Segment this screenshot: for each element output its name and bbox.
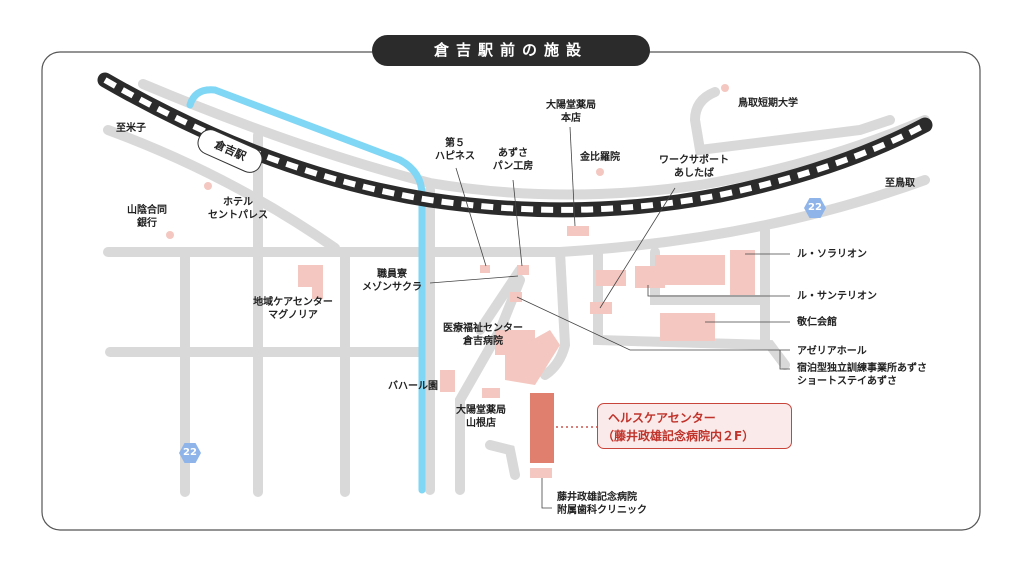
- label-line: 大陽堂薬局: [546, 100, 596, 111]
- label-line: 地域ケアセンター: [253, 297, 333, 308]
- road: [593, 247, 790, 370]
- label-line: 藤井政雄記念病院: [557, 492, 637, 503]
- road: [485, 440, 520, 480]
- map-title: 倉吉駅前の施設: [372, 35, 650, 66]
- label-pharmacy-yamane: 大陽堂薬局山根店: [456, 404, 506, 430]
- direction-west: 至米子: [116, 123, 146, 134]
- label-care-center: 地域ケアセンターマグノリア: [253, 296, 333, 322]
- label-hospital: 医療福祉センター倉吉病院: [443, 322, 523, 348]
- label-line: パン工房: [492, 161, 534, 172]
- label-dental: 藤井政雄記念病院附属歯科クリニック: [557, 491, 647, 517]
- roads: [103, 79, 930, 497]
- label-bank: 山陰合同銀行: [127, 204, 167, 230]
- label-konpira: 金比羅院: [580, 152, 620, 163]
- road: [455, 275, 525, 495]
- road-college: [689, 87, 895, 156]
- label-bakery: あずさパン工房: [493, 147, 534, 173]
- healthcare-name: ヘルスケアセンター: [608, 411, 716, 425]
- label-line: 山根店: [466, 418, 496, 429]
- label-line: ハピネス: [435, 151, 475, 162]
- healthcare-center-callout: ヘルスケアセンター （藤井政雄記念病院内２F）: [597, 403, 792, 449]
- label-keijin: 敬仁会館: [797, 317, 837, 328]
- label-line: マグノリア: [268, 310, 318, 321]
- road: [540, 247, 571, 380]
- leader-lines: [429, 126, 790, 509]
- label-line: 第５: [445, 138, 465, 149]
- label-line: 医療福祉センター: [443, 323, 523, 334]
- label-azalea: アゼリアホール: [797, 346, 867, 357]
- label-santerion: ル・サンテリオン: [797, 291, 877, 302]
- label-line: 山陰合同: [127, 205, 167, 216]
- road-diagonal: [103, 125, 340, 253]
- label-solarion: ル・ソラリオン: [797, 249, 867, 260]
- healthcare-building: [530, 393, 554, 463]
- route-22-badge: 22: [179, 443, 201, 463]
- river: [186, 86, 426, 494]
- label-line: 倉吉病院: [463, 336, 503, 347]
- label-line: 本店: [561, 113, 581, 124]
- label-baharu: バハール園: [388, 381, 438, 392]
- label-happiness: 第５ ハピネス: [435, 137, 475, 163]
- buildings: [166, 84, 755, 478]
- route-22-badge: 22: [804, 198, 826, 218]
- direction-east: 至鳥取: [885, 178, 915, 189]
- label-line: メゾンサクラ: [362, 282, 422, 293]
- label-line: 大陽堂薬局: [456, 405, 506, 416]
- label-work-support: ワークサポートあしたば: [659, 154, 729, 180]
- label-line: 職員寮: [377, 269, 407, 280]
- road-north: [138, 79, 930, 200]
- label-line: ショートステイあずさ: [797, 376, 897, 387]
- label-azusa: 宿泊型独立訓練事業所あずさショートステイあずさ: [797, 362, 927, 388]
- label-line: あしたば: [674, 168, 714, 179]
- healthcare-location: （藤井政雄記念病院内２F）: [602, 429, 755, 443]
- label-line: 宿泊型独立訓練事業所あずさ: [797, 363, 927, 374]
- label-line: あずさ: [498, 148, 528, 159]
- label-line: ホテル: [223, 197, 253, 208]
- label-pharmacy-main: 大陽堂薬局本店: [546, 99, 596, 125]
- label-dorm: 職員寮メゾンサクラ: [362, 268, 422, 294]
- label-hotel: ホテルセントパレス: [208, 196, 268, 222]
- label-line: ワークサポート: [659, 155, 729, 166]
- road: [475, 265, 525, 335]
- label-college: 鳥取短期大学: [738, 98, 798, 109]
- label-line: 銀行: [137, 218, 157, 229]
- label-line: セントパレス: [208, 210, 268, 221]
- label-line: 附属歯科クリニック: [557, 505, 647, 516]
